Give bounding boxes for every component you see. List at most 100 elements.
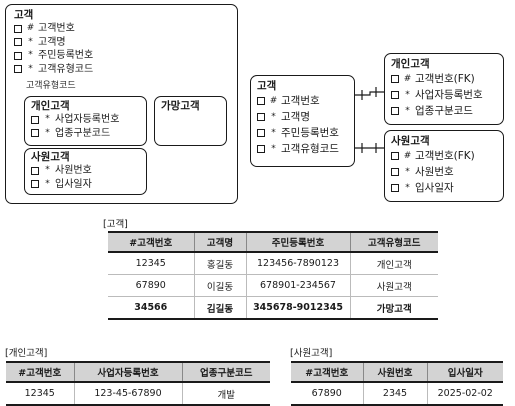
identifier-mark: # (26, 23, 35, 33)
attr-row: * 고객유형코드 (14, 63, 229, 77)
checkbox-icon (14, 51, 22, 60)
attr-label: 고객번호(FK) (415, 150, 475, 162)
checkbox-icon (391, 107, 399, 115)
checkbox-icon (391, 91, 399, 99)
checkbox-icon (31, 129, 39, 138)
attr-label: 업종구분코드 (415, 105, 473, 117)
attr-label: 고객명 (281, 111, 310, 123)
table-cell: 2345 (362, 382, 427, 406)
attr-label: 주민등록번호 (38, 50, 94, 61)
identifier-mark: # (403, 151, 412, 161)
table-cell: 2025-02-02 (426, 382, 503, 406)
mandatory-mark: * (405, 167, 410, 177)
entity-title: 개인고객 (391, 58, 430, 70)
attr-row: * 사업자등록번호 (31, 113, 140, 127)
entity-employee-customer: 사원고객 #고객번호(FK) *사원번호 *입사일자 (384, 130, 504, 202)
entity-title: 사원고객 (31, 151, 70, 163)
table-caption-customer: [고객] (103, 219, 128, 230)
table-personal-customer: #고객번호 사업자등록번호 업종구분코드 12345 123-45-67890 … (6, 361, 270, 406)
mandatory-mark: * (271, 128, 276, 138)
attr-row: *입사일자 (391, 180, 497, 196)
attr-row: *고객유형코드 (257, 141, 348, 157)
subtype-prospect-nested: 가망고객 (154, 96, 227, 146)
mandatory-mark: * (28, 36, 33, 47)
table-cell: 123-45-67890 (73, 382, 182, 406)
discriminator-label: 고객유형코드 (26, 81, 76, 91)
checkbox-icon (257, 113, 265, 121)
subtype-personal-nested: 개인고객 *사업자등록번호 *업종구분코드 (24, 96, 147, 146)
attr-label: 고객유형코드 (38, 63, 94, 75)
column-header: #고객번호 (108, 232, 194, 252)
attr-row: *업종구분코드 (31, 127, 140, 141)
table-cell: 홍길동 (193, 252, 246, 275)
table-caption-employee: [사원고객] (290, 348, 333, 359)
attr-label: 입사일자 (55, 178, 92, 190)
checkbox-icon (31, 115, 39, 124)
attr-row: * 사업자등록번호 (391, 87, 497, 103)
column-header: 고객명 (193, 232, 246, 252)
checkbox-icon (31, 180, 39, 189)
table-employee-customer: #고객번호 사원번호 입사일자 67890 2345 2025-02-02 (291, 361, 503, 406)
checkbox-icon (257, 145, 265, 153)
entity-title: 고객 (14, 9, 34, 21)
table-cell: 34566 (108, 296, 194, 320)
checkbox-icon (257, 129, 265, 137)
checkbox-icon (391, 184, 399, 192)
mandatory-mark: * (45, 127, 50, 138)
entity-title: 사원고객 (391, 135, 430, 147)
table-header-row: #고객번호 사원번호 입사일자 (291, 362, 503, 382)
table-row: 67890 이길동 678901-234567 사원고객 (108, 274, 438, 297)
attr-label: 고객번호 (38, 23, 75, 34)
table-cell: 가망고객 (349, 296, 438, 320)
mandatory-mark: * (45, 114, 50, 124)
attr-label: 사업자등록번호 (415, 89, 483, 101)
table-cell: 개인고객 (349, 252, 438, 275)
attr-label: 고객번호(FK) (415, 73, 475, 85)
attr-row: #고객번호(FK) (391, 71, 497, 87)
attr-label: 주민등록번호 (281, 127, 339, 139)
table-cell: 678901-234567 (245, 274, 350, 297)
attr-row: *사원번호 (31, 164, 140, 178)
entity-personal-customer: 개인고객 #고객번호(FK) * 사업자등록번호 * 업종구분코드 (384, 53, 504, 125)
attr-row: *사원번호 (391, 164, 497, 180)
checkbox-icon (14, 65, 22, 74)
attr-label: 사원번호 (55, 165, 92, 176)
checkbox-icon (391, 168, 399, 176)
checkbox-icon (31, 166, 39, 175)
table-row: 34566 김길동 345678-9012345 가망고객 (108, 296, 438, 320)
mandatory-mark: * (405, 106, 410, 116)
attr-label: 고객유형코드 (281, 143, 339, 155)
column-header: 고객유형코드 (349, 232, 438, 252)
attr-row: * 업종구분코드 (391, 103, 497, 119)
table-cell: 김길동 (193, 296, 246, 320)
identifier-mark: # (269, 96, 278, 106)
table-row: 12345 홍길동 123456-7890123 개인고객 (108, 252, 438, 275)
checkbox-icon (391, 152, 399, 160)
attr-row: * 입사일자 (31, 178, 140, 192)
table-row: 12345 123-45-67890 개발 (6, 382, 270, 406)
column-header: #고객번호 (6, 362, 74, 382)
attr-row: *고객명 (14, 36, 229, 50)
column-header: 주민등록번호 (245, 232, 350, 252)
attr-row: * 고객명 (257, 109, 348, 125)
mandatory-mark: * (405, 90, 410, 100)
table-header-row: #고객번호 고객명 주민등록번호 고객유형코드 (108, 232, 438, 252)
relationship-line-personal (355, 91, 384, 96)
column-header: 사업자등록번호 (73, 362, 182, 382)
table-cell: 개발 (181, 382, 270, 406)
table-cell: 67890 (108, 274, 194, 297)
table-row: 67890 2345 2025-02-02 (291, 382, 503, 406)
column-header: 업종구분코드 (181, 362, 270, 382)
identifier-mark: # (403, 74, 412, 84)
mandatory-mark: * (271, 112, 276, 122)
attr-label: 사업자등록번호 (55, 114, 120, 125)
checkbox-icon (14, 38, 22, 47)
table-cell: 345678-9012345 (245, 296, 350, 320)
entity-title: 가망고객 (161, 100, 200, 112)
mandatory-mark: * (28, 50, 33, 60)
attr-label: 고객번호 (281, 95, 320, 107)
table-cell: 사원고객 (349, 274, 438, 297)
mandatory-mark: * (28, 63, 33, 74)
mandatory-mark: * (45, 178, 50, 189)
attr-row: #고객번호(FK) (391, 148, 497, 164)
